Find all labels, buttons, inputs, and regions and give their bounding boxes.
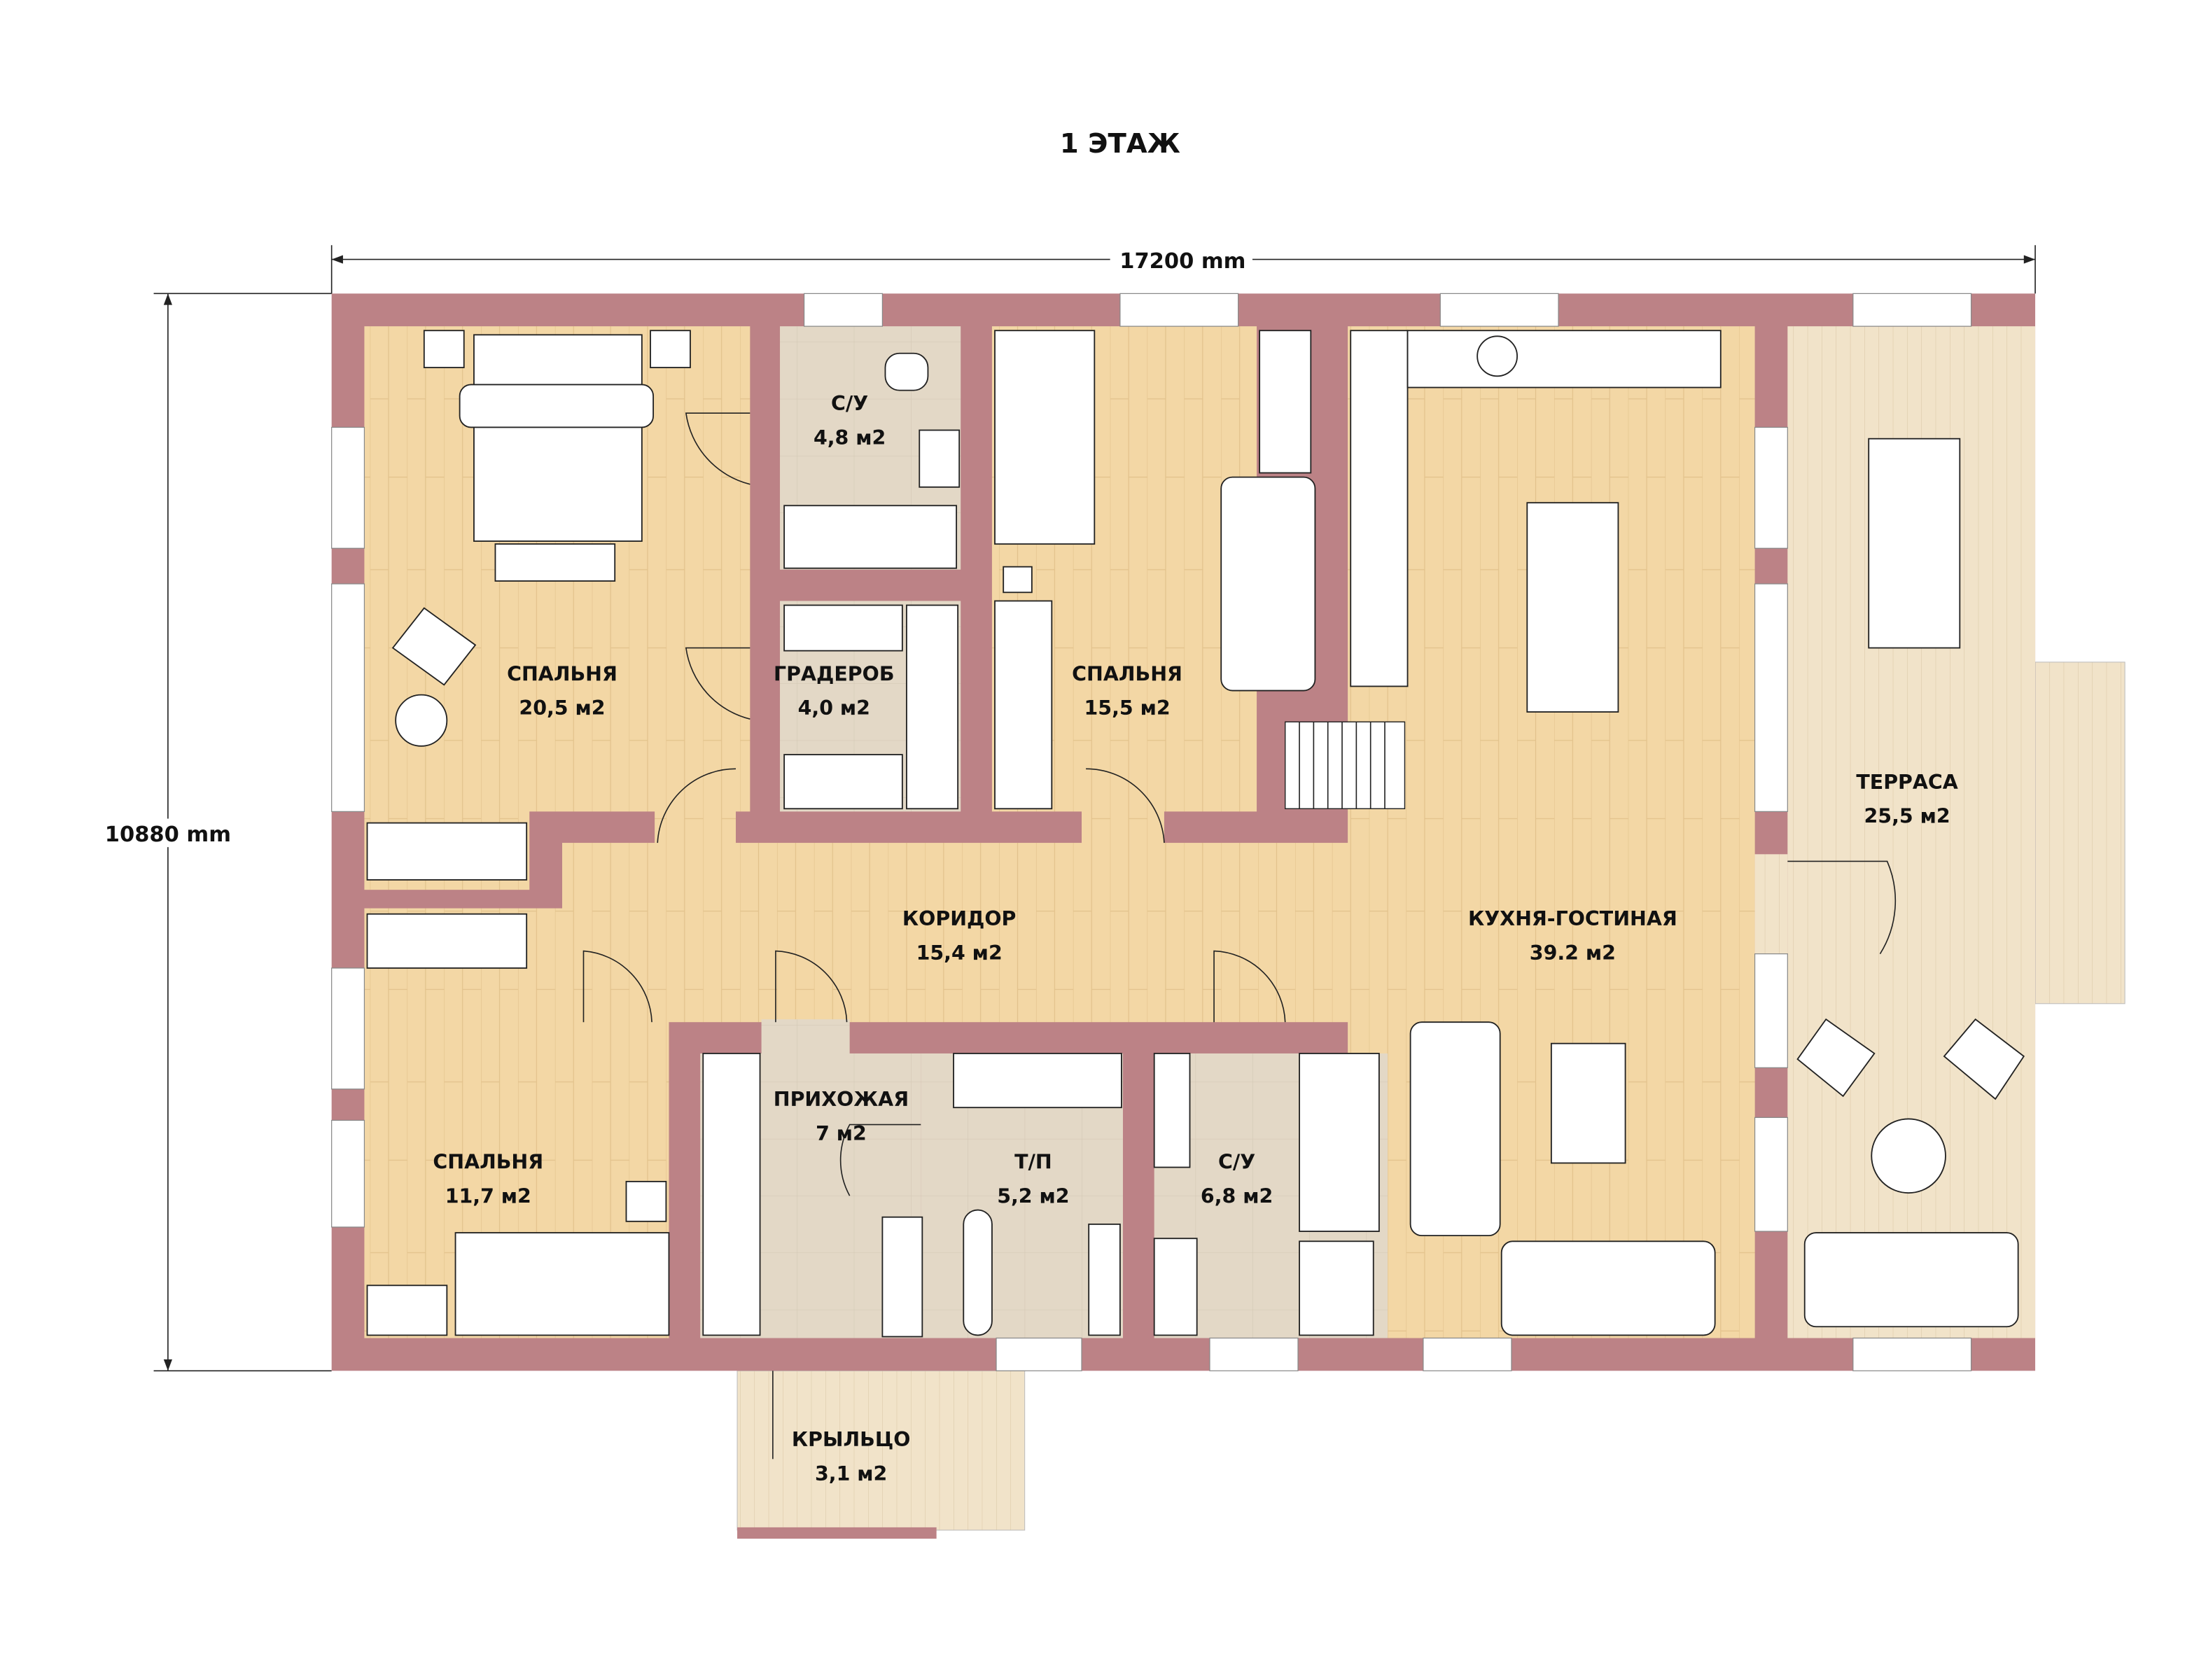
windows [331, 293, 1972, 1371]
wardrobe-rail [783, 754, 903, 810]
nightstand [650, 330, 691, 368]
sink [1153, 1238, 1198, 1336]
wardrobe-rail [906, 604, 959, 810]
svg-text:4,0 м2: 4,0 м2 [798, 696, 870, 720]
doors [582, 412, 1897, 1460]
svg-text:15,5 м2: 15,5 м2 [1084, 696, 1170, 720]
svg-text:ТЕРРАСА: ТЕРРАСА [1856, 771, 1957, 794]
armchair [391, 607, 477, 686]
side-table [395, 694, 448, 747]
dining-table [1526, 502, 1619, 713]
shoe-rack [881, 1216, 923, 1338]
svg-text:КУХНЯ-ГОСТИНАЯ: КУХНЯ-ГОСТИНАЯ [1468, 907, 1677, 930]
rug [494, 543, 616, 582]
terrace-steps [2034, 662, 2125, 1004]
svg-text:КРЫЛЬЦО: КРЫЛЬЦО [792, 1428, 911, 1451]
armchair [1943, 1018, 2025, 1100]
single-bed [454, 1232, 670, 1336]
svg-text:С/У: С/У [831, 392, 868, 415]
bathtub [783, 505, 958, 569]
svg-text:СПАЛЬНЯ: СПАЛЬНЯ [433, 1151, 543, 1174]
shower [1153, 1053, 1191, 1168]
kitchen-counter [1406, 330, 1722, 388]
room-bathroom-2: С/У 6,8 м2 [1201, 1151, 1273, 1208]
terrace-sofa [1803, 1232, 2019, 1328]
shower-tray [1299, 1053, 1380, 1232]
room-kitchen-living: КУХНЯ-ГОСТИНАЯ 39.2 м2 [1468, 907, 1677, 965]
single-bed [994, 330, 1096, 545]
svg-text:20,5 м2: 20,5 м2 [519, 696, 605, 720]
sink [919, 429, 961, 488]
sofa [1220, 476, 1316, 692]
desk [366, 913, 528, 969]
cabinet [1088, 1223, 1121, 1336]
kitchen-counter [1350, 330, 1409, 687]
svg-text:КОРИДОР: КОРИДОР [902, 907, 1017, 930]
floor-title: 1 ЭТАЖ [1060, 128, 1180, 160]
sofa [1409, 1021, 1501, 1237]
armchair [1796, 1018, 1876, 1098]
sofa [1500, 1240, 1716, 1336]
svg-text:3,1 м2: 3,1 м2 [815, 1462, 887, 1485]
svg-text:39.2 м2: 39.2 м2 [1530, 941, 1616, 965]
svg-text:Т/П: Т/П [1014, 1151, 1052, 1174]
svg-text:4,8 м2: 4,8 м2 [814, 426, 886, 449]
washer-dryer [953, 1053, 1122, 1109]
svg-text:ГРАДЕРОБ: ГРАДЕРОБ [774, 662, 895, 685]
porch [737, 1370, 1026, 1531]
nightstand [423, 330, 465, 368]
height-dimension: 10880 mm [97, 293, 332, 1372]
double-bed [473, 334, 643, 542]
shelf [783, 604, 903, 652]
toilet [884, 352, 929, 391]
svg-text:11,7 м2: 11,7 м2 [445, 1184, 531, 1208]
svg-text:СПАЛЬНЯ: СПАЛЬНЯ [1072, 662, 1182, 685]
room-terrace: ТЕРРАСА 25,5 м2 [1856, 771, 1957, 828]
svg-text:СПАЛЬНЯ: СПАЛЬНЯ [507, 662, 617, 685]
porch-wall [737, 1527, 937, 1539]
room-bedroom-3: СПАЛЬНЯ 11,7 м2 [433, 1151, 543, 1208]
wardrobe [994, 600, 1053, 810]
terrace-table [1868, 438, 1961, 649]
room-corridor: КОРИДОР 15,4 м2 [902, 907, 1017, 965]
sink [1477, 335, 1518, 377]
nightstand [625, 1180, 667, 1222]
room-wardrobe: ГРАДЕРОБ 4,0 м2 [774, 662, 895, 720]
svg-text:6,8 м2: 6,8 м2 [1201, 1184, 1273, 1208]
toilet [1299, 1240, 1374, 1336]
width-dimension: 17200 mm [330, 245, 2036, 294]
desk [1259, 330, 1312, 474]
svg-text:5,2 м2: 5,2 м2 [997, 1184, 1069, 1208]
room-porch: КРЫЛЬЦО 3,1 м2 [792, 1428, 911, 1485]
room-hallway: ПРИХОЖАЯ 7 м2 [774, 1088, 909, 1145]
svg-text:7 м2: 7 м2 [816, 1122, 867, 1145]
wardrobe-rail [366, 1284, 448, 1336]
wardrobe [702, 1053, 761, 1336]
room-utility: Т/П 5,2 м2 [997, 1151, 1069, 1208]
height-label: 10880 mm [105, 822, 231, 847]
svg-text:С/У: С/У [1218, 1151, 1255, 1174]
svg-text:15,4 м2: 15,4 м2 [916, 941, 1003, 965]
room-bedroom-2: СПАЛЬНЯ 15,5 м2 [1072, 662, 1182, 720]
width-label: 17200 mm [1119, 249, 1245, 274]
svg-text:ПРИХОЖАЯ: ПРИХОЖАЯ [774, 1088, 909, 1111]
boiler [963, 1209, 993, 1336]
furniture [366, 330, 2025, 1338]
room-bedroom-1: СПАЛЬНЯ 20,5 м2 [507, 662, 617, 720]
svg-text:25,5 м2: 25,5 м2 [1864, 805, 1950, 828]
terrace-table-round [1871, 1118, 1946, 1194]
desk [366, 822, 528, 881]
coffee-table [1550, 1042, 1626, 1164]
room-bathroom-1: С/У 4,8 м2 [814, 392, 886, 449]
